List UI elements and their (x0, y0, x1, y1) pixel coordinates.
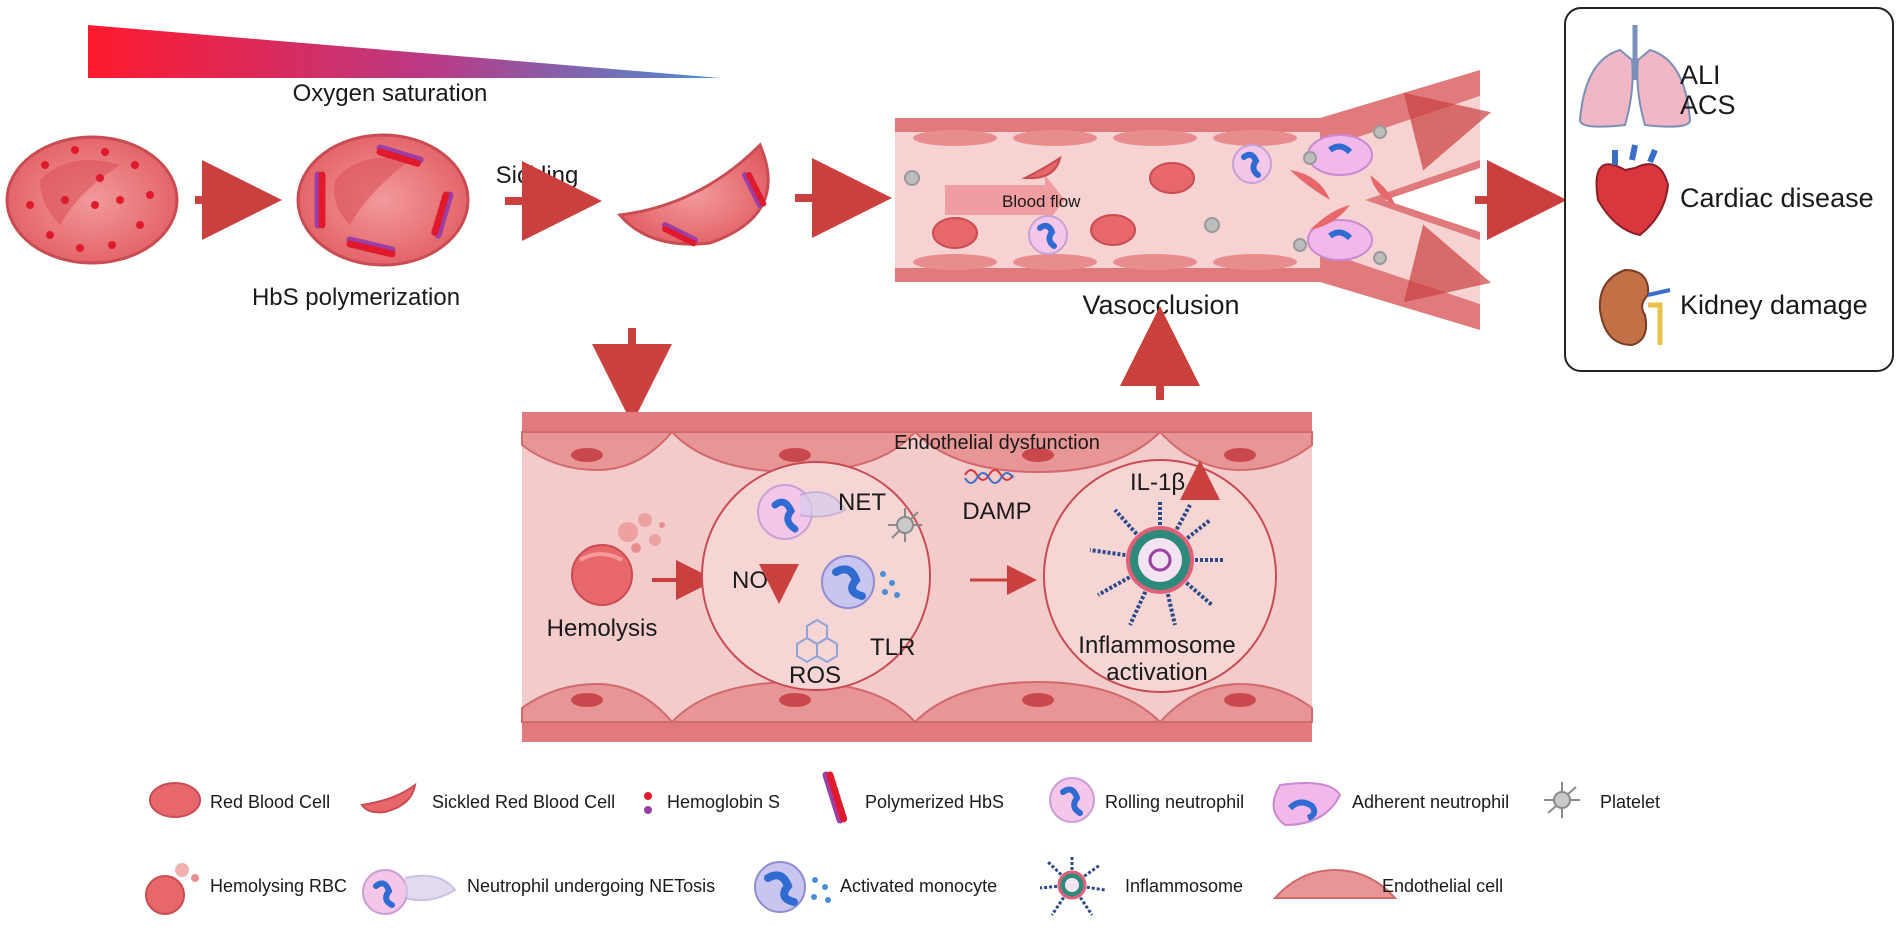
immune-activation-circle: NET NO ROS TLR (701, 461, 931, 691)
legend-label-adherent-neutrophil: Adherent neutrophil (1352, 792, 1509, 812)
red-blood-cell-polymerized (296, 133, 470, 267)
hbs-polymerization-label: HbS polymerization (252, 284, 460, 311)
activated-monocyte-icon (821, 555, 900, 609)
legend-label-inflammasome: Inflammosome (1125, 876, 1243, 896)
tlr-label: TLR (870, 634, 915, 661)
net-neutrophil-icon (757, 484, 847, 540)
sickled-red-blood-cell (617, 142, 770, 247)
sickling-label: Sickling (496, 162, 579, 189)
legend-label-rolling-neutrophil: Rolling neutrophil (1105, 792, 1244, 812)
legend-sickled-rbc-icon (360, 782, 417, 814)
legend-hemolysing-rbc-icon (145, 863, 199, 915)
hemolysing-rbc-icon (571, 513, 665, 606)
damp-dna-icon (964, 469, 1014, 484)
legend-label-polymerized-hbs: Polymerized HbS (865, 792, 1004, 812)
no-label: NO (732, 567, 768, 594)
oxygen-saturation-gradient: Oxygen saturation (88, 25, 720, 107)
inflammasome-icon (1089, 500, 1225, 626)
legend-polymerized-hbs-icon (822, 771, 848, 824)
legend-label-sickled-rbc: Sickled Red Blood Cell (432, 792, 615, 812)
legend-label-rbc: Red Blood Cell (210, 792, 330, 812)
legend-activated-monocyte-icon (754, 861, 831, 913)
endothelial-dysfunction-title: Endothelial dysfunction (894, 432, 1100, 454)
inflammasome-activation-line1: Inflammosome (1078, 632, 1235, 659)
hemolysis-label: Hemolysis (547, 615, 658, 642)
legend-label-hemolysing-rbc: Hemolysing RBC (210, 876, 347, 896)
legend-hemoglobin-s-icon (644, 792, 652, 814)
legend: Red Blood Cell Sickled Red Blood Cell He… (145, 771, 1660, 916)
blood-flow-label: Blood flow (1002, 192, 1081, 211)
outcome-acs-label: ACS (1680, 90, 1736, 120)
il1b-label: IL-1β (1130, 469, 1185, 496)
outcome-kidney-label: Kidney damage (1680, 290, 1868, 320)
inflammasome-activation-line2: activation (1106, 659, 1207, 686)
platelet-icon-circle (888, 508, 922, 542)
legend-endothelial-cell-icon (1272, 868, 1398, 899)
net-label: NET (838, 489, 886, 516)
outcome-ali-label: ALI (1680, 60, 1721, 90)
legend-label-netosis: Neutrophil undergoing NETosis (467, 876, 715, 896)
inflammasome-circle: IL-1β Inflammosome activation (1043, 459, 1277, 693)
legend-inflammasome-icon (1039, 855, 1106, 916)
legend-adherent-neutrophil-icon (1272, 782, 1342, 827)
legend-label-activated-monocyte: Activated monocyte (840, 876, 997, 896)
kidney-icon (1598, 268, 1671, 347)
legend-label-endothelial-cell: Endothelial cell (1382, 876, 1503, 896)
outcomes-box: ALI ACS Cardiac disease Kidney damage (1564, 7, 1894, 372)
legend-label-hemoglobin-s: Hemoglobin S (667, 792, 780, 812)
vessel-vasocclusion: Blood flow (895, 70, 1492, 330)
ros-hexagon-icon (796, 618, 838, 664)
vasocclusion-label: Vasocclusion (1082, 290, 1239, 320)
heart-icon (1595, 144, 1670, 237)
oxygen-saturation-label: Oxygen saturation (293, 80, 488, 107)
red-blood-cell-oxygenated (5, 135, 179, 265)
legend-rolling-neutrophil-icon (1049, 777, 1095, 823)
lungs-icon (1578, 25, 1692, 128)
legend-rbc-icon (149, 782, 201, 818)
outcome-cardiac-label: Cardiac disease (1680, 183, 1874, 213)
legend-platelet-icon (1544, 782, 1580, 818)
legend-netosis-neutrophil-icon (362, 869, 457, 915)
legend-label-platelet: Platelet (1600, 792, 1660, 812)
ros-label: ROS (789, 662, 841, 689)
damp-label: DAMP (962, 498, 1031, 525)
